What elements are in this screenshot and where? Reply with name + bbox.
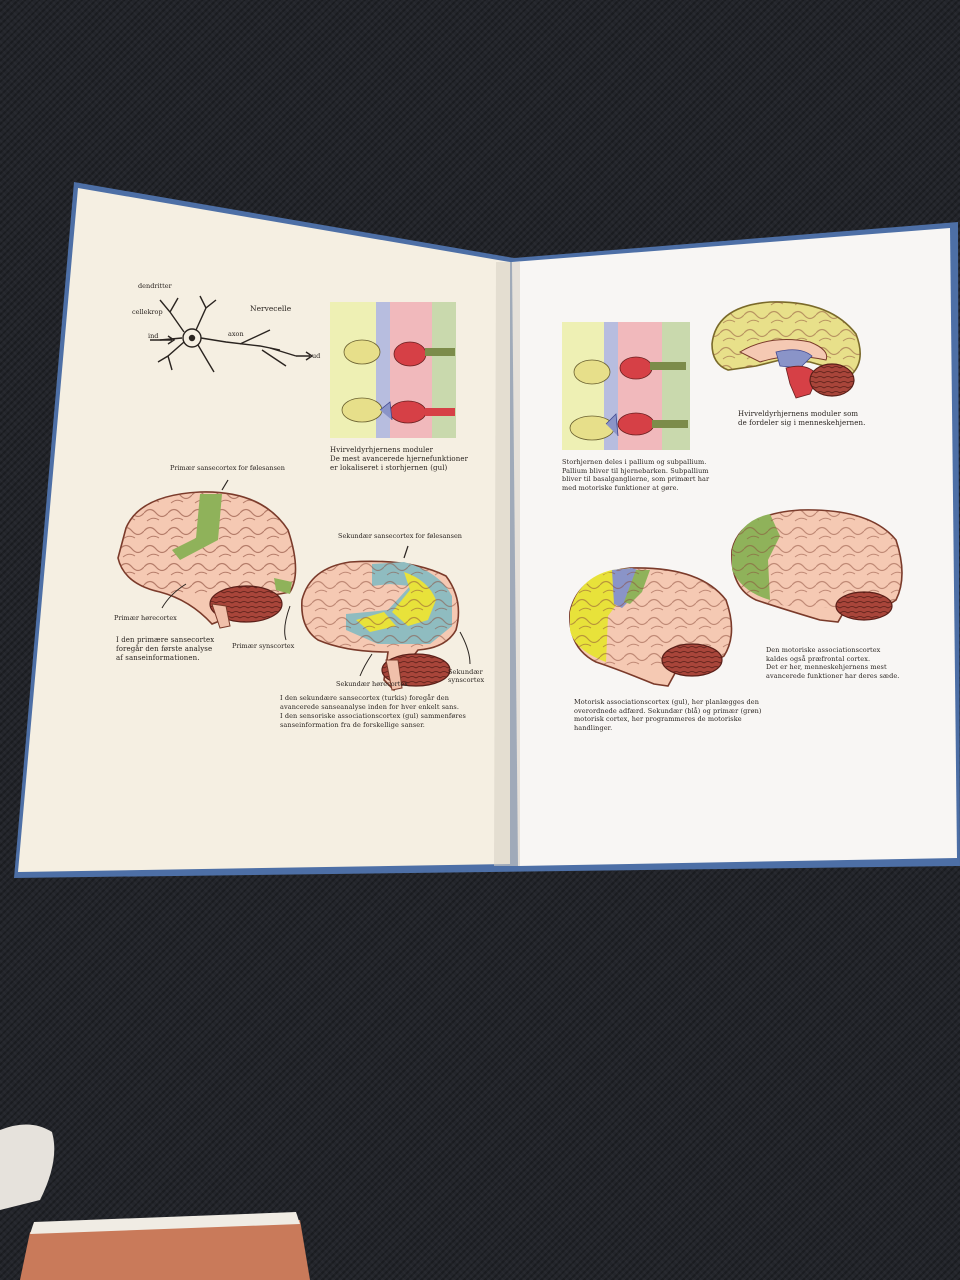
pallium-caption: Storhjernen deles i pallium og subpalliu… — [562, 458, 710, 492]
neuron-drawing — [150, 295, 314, 373]
label-primary-somatosensory: Primær sansecortex for følesansen — [170, 464, 285, 472]
brain-secondary-sensory — [301, 545, 471, 692]
foreground-object — [0, 1124, 55, 1210]
label-secondary-auditory: Sekundær hørecortex — [336, 680, 408, 688]
brain-prefrontal — [731, 509, 903, 623]
foreground-book — [20, 1220, 310, 1280]
label-dendrites: dendritter — [138, 282, 172, 290]
label-secondary-visual: Sekundær synscortex — [448, 668, 485, 684]
pallium-diagram — [562, 322, 690, 450]
caption-primary-sensory: I den primære sansecortex foregår den fø… — [116, 636, 215, 662]
label-primary-auditory: Primær hørecortex — [114, 614, 177, 622]
prefrontal-caption: Den motoriske associationscortex kaldes … — [766, 646, 900, 680]
label-cell-body: cellekrop — [132, 308, 163, 316]
midsagittal-caption: Hvirveldyrhjernens moduler som de fordel… — [738, 410, 866, 427]
neuron-title: Nervecelle — [250, 304, 292, 313]
vertebrate-caption: Hvirveldyrhjernens moduler De mest avanc… — [330, 446, 469, 472]
brain-motor — [569, 567, 733, 687]
caption-secondary-sensory: I den sekundære sansecortex (turkis) for… — [280, 694, 466, 729]
label-out: ud — [312, 352, 321, 360]
label-axon: axon — [228, 330, 244, 338]
label-in: ind — [148, 332, 159, 340]
vertebrate-brain-diagram — [330, 302, 456, 438]
motor-caption: Motorisk associationscortex (gul), her p… — [574, 698, 762, 732]
brain-primary-sensory — [117, 479, 297, 641]
label-primary-visual: Primær synscortex — [232, 642, 295, 650]
label-secondary-somatosensory: Sekundær sansecortex for følesansen — [338, 532, 462, 540]
midsagittal-brain — [711, 301, 861, 399]
